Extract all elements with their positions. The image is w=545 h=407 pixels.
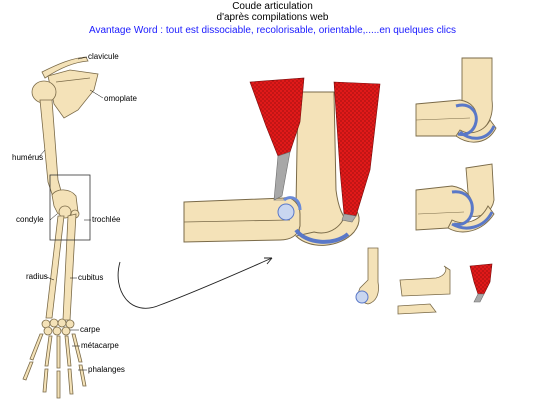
diagram-subtitle: d'après compilations web	[216, 12, 329, 23]
cartilage-detail	[294, 228, 350, 244]
elbow-detail-extended	[415, 57, 497, 143]
scapula-bone	[47, 69, 99, 119]
phalanx-bones	[22, 361, 87, 399]
biceps-muscle	[249, 77, 305, 157]
carpal-bones	[41, 318, 75, 336]
label-humerus: humérus	[12, 153, 44, 162]
diagram-title: Coude articulation	[232, 1, 313, 12]
separated-pieces	[355, 247, 493, 315]
label-phalanges: phalanges	[88, 365, 125, 374]
label-omoplate: omoplate	[104, 94, 137, 103]
triceps-tendon	[341, 213, 357, 223]
ulna-bone	[62, 213, 77, 321]
biceps-tendon	[273, 151, 291, 201]
label-trochlee: trochlée	[92, 215, 121, 224]
label-clavicule: clavicule	[88, 52, 119, 61]
metacarpal-bones	[29, 333, 83, 369]
triceps-muscle	[333, 81, 381, 217]
clavicle-bone	[41, 56, 89, 79]
large-elbow-detail	[183, 77, 381, 246]
diagram-note: Avantage Word : tout est dissociable, re…	[88, 25, 457, 36]
elbow-detail-flexed	[415, 163, 495, 233]
label-cubitus: cubitus	[78, 273, 104, 282]
label-radius: radius	[26, 272, 48, 281]
label-metacarpe: métacarpe	[81, 341, 119, 350]
humerus-bone	[39, 99, 64, 201]
elbow-highlight-box	[49, 174, 91, 241]
label-condyle: condyle	[16, 215, 44, 224]
radius-bone	[45, 215, 65, 319]
pointer-arrow	[117, 257, 273, 309]
arm-skeleton	[22, 56, 99, 399]
label-carpe: carpe	[80, 325, 101, 334]
